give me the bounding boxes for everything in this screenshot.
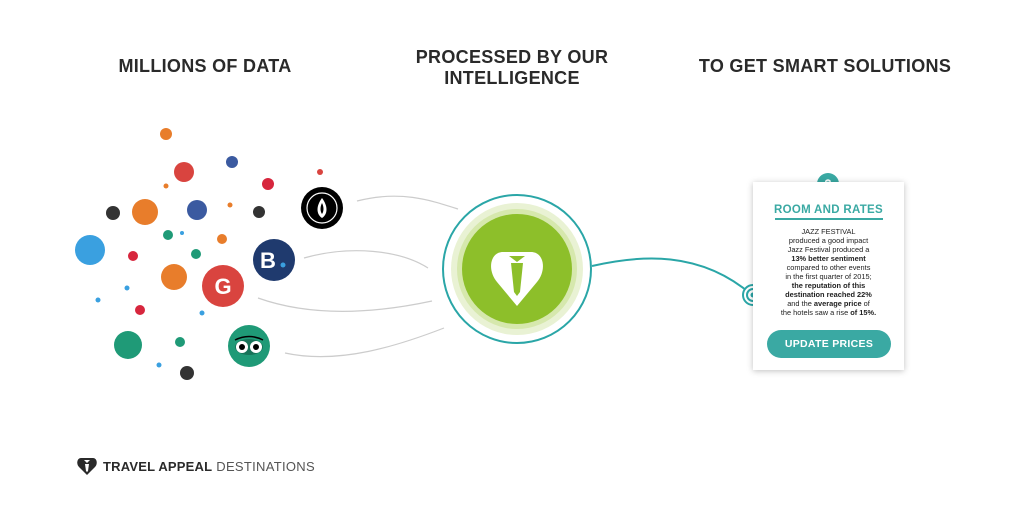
data-dot <box>174 162 194 182</box>
update-prices-button[interactable]: UPDATE PRICES <box>767 330 891 358</box>
card-line: in the first quarter of 2015; <box>785 271 872 281</box>
data-dot <box>191 249 201 259</box>
footer-sub-text: DESTINATIONS <box>216 458 315 474</box>
data-dot <box>161 264 187 290</box>
google-logo-text: G <box>214 274 231 299</box>
data-dot <box>253 206 265 218</box>
data-dot <box>135 305 145 315</box>
heading-processed-by-intelligence: PROCESSED BY OUR INTELLIGENCE <box>415 47 609 88</box>
data-dot <box>114 331 142 359</box>
connector-line <box>257 297 433 312</box>
card-body: JAZZ FESTIVAL produced a good impact Jaz… <box>763 227 894 317</box>
data-dot <box>128 251 138 261</box>
source-logo-foursquare <box>301 187 343 229</box>
connector-line <box>303 250 429 269</box>
output-connector <box>591 257 753 296</box>
data-dot <box>160 128 172 140</box>
card-title-rule <box>774 218 883 220</box>
footer-brand-text: TRAVEL APPEAL <box>103 458 213 474</box>
card-line: Jazz Festival produced a <box>787 244 870 254</box>
data-dot <box>156 362 162 368</box>
heading-millions-of-data: MILLIONS OF DATA <box>118 56 292 76</box>
connector-line <box>356 195 459 210</box>
card-line: the reputation of this <box>791 280 866 290</box>
card-line: compared to other events <box>786 262 871 272</box>
data-dot <box>262 178 274 190</box>
data-dot <box>180 366 194 380</box>
connector-line <box>284 327 445 358</box>
source-connectors <box>257 195 459 358</box>
data-dot <box>163 230 173 240</box>
travel-appeal-footer-icon <box>77 458 97 475</box>
data-dot <box>175 337 185 347</box>
data-dot <box>75 235 105 265</box>
heading-smart-solutions: TO GET SMART SOLUTIONS <box>698 56 952 76</box>
footer-brand-logo: TRAVEL APPEAL DESTINATIONS <box>77 456 315 476</box>
data-dot <box>227 202 233 208</box>
data-dot <box>217 234 227 244</box>
data-dot <box>132 199 158 225</box>
card-title: ROOM AND RATES <box>774 204 883 216</box>
data-dot <box>124 285 130 291</box>
card-line: produced a good impact <box>788 235 869 245</box>
booking-logo-text: B <box>260 248 276 273</box>
data-dot <box>180 231 184 235</box>
card-line: destination reached 22% <box>785 289 872 299</box>
solution-card: ROOM AND RATES JAZZ FESTIVAL produced a … <box>753 182 904 370</box>
travel-appeal-logo-icon <box>491 252 543 306</box>
card-line: 13% better sentiment <box>791 253 866 263</box>
card-line: the hotels saw a rise of 15%. <box>780 307 877 317</box>
data-dot <box>95 297 101 303</box>
intelligence-core <box>442 194 592 344</box>
data-dot <box>317 169 323 175</box>
data-dot <box>199 310 205 316</box>
card-line: JAZZ FESTIVAL <box>801 226 856 236</box>
card-line: and the average price of <box>787 298 870 308</box>
source-logo-tripadvisor <box>228 325 270 367</box>
data-dot <box>163 183 169 189</box>
source-logo-booking: B <box>253 239 295 281</box>
data-dot <box>106 206 120 220</box>
data-dot <box>187 200 207 220</box>
source-logo-google: G <box>202 265 244 307</box>
data-dots <box>75 128 323 380</box>
data-dot <box>226 156 238 168</box>
